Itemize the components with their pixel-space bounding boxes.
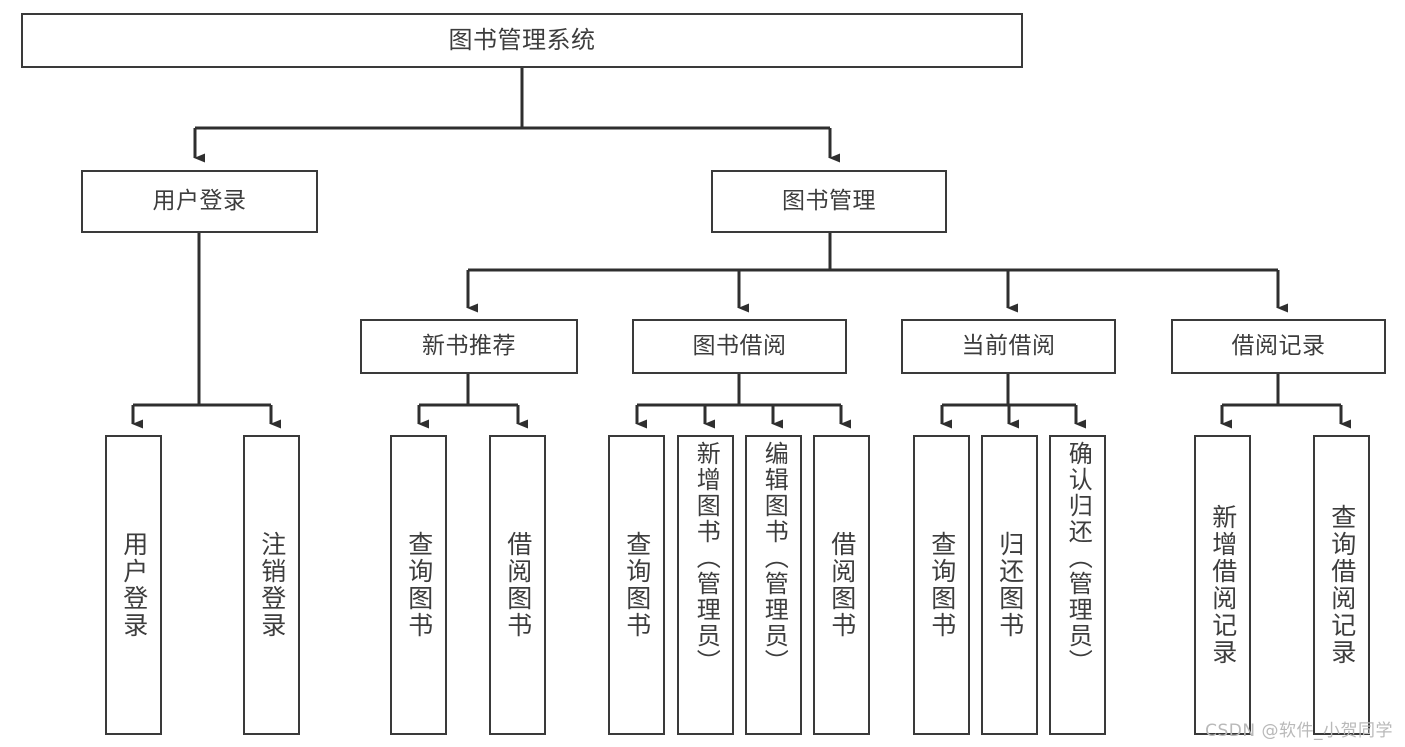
node-new-book-recommend[interactable]: 新书推荐 bbox=[360, 319, 578, 374]
leaf-new-book-borrow[interactable]: 借阅图书 bbox=[489, 435, 546, 735]
node-label: 查询图书 bbox=[927, 531, 957, 639]
node-label: 当前借阅 bbox=[961, 332, 1056, 359]
leaf-current-borrow-confirm-return[interactable]: 确认归还（管理员） bbox=[1049, 435, 1106, 735]
leaf-borrow-record-add[interactable]: 新增借阅记录 bbox=[1194, 435, 1251, 735]
node-current-borrow[interactable]: 当前借阅 bbox=[901, 319, 1116, 374]
node-label: 借阅图书 bbox=[503, 531, 533, 639]
node-label: 用户登录 bbox=[119, 531, 149, 639]
node-label: 编辑图书（管理员） bbox=[760, 441, 789, 675]
node-label: 用户登录 bbox=[152, 187, 247, 214]
node-root-system[interactable]: 图书管理系统 bbox=[21, 13, 1023, 68]
node-label: 图书管理系统 bbox=[448, 26, 596, 55]
node-label: 归还图书 bbox=[995, 531, 1025, 639]
leaf-book-borrow-borrow[interactable]: 借阅图书 bbox=[813, 435, 870, 735]
node-label: 新增借阅记录 bbox=[1208, 504, 1238, 666]
watermark-text: CSDN @软件_小贺同学 bbox=[1205, 721, 1393, 741]
leaf-borrow-record-query[interactable]: 查询借阅记录 bbox=[1313, 435, 1370, 735]
node-label: 查询借阅记录 bbox=[1327, 504, 1357, 666]
node-label: 注销登录 bbox=[257, 531, 287, 639]
node-book-management[interactable]: 图书管理 bbox=[711, 170, 947, 233]
leaf-user-login-logout[interactable]: 注销登录 bbox=[243, 435, 300, 735]
leaf-book-borrow-edit[interactable]: 编辑图书（管理员） bbox=[745, 435, 802, 735]
leaf-user-login-login[interactable]: 用户登录 bbox=[105, 435, 162, 735]
leaf-new-book-query[interactable]: 查询图书 bbox=[390, 435, 447, 735]
leaf-current-borrow-query[interactable]: 查询图书 bbox=[913, 435, 970, 735]
node-label: 借阅图书 bbox=[827, 531, 857, 639]
node-label: 新书推荐 bbox=[422, 332, 516, 359]
node-label: 图书管理 bbox=[782, 187, 876, 214]
node-label: 查询图书 bbox=[404, 531, 434, 639]
node-label: 借阅记录 bbox=[1231, 332, 1326, 359]
leaf-book-borrow-add[interactable]: 新增图书（管理员） bbox=[677, 435, 734, 735]
node-label: 图书借阅 bbox=[692, 332, 787, 359]
leaf-book-borrow-query[interactable]: 查询图书 bbox=[608, 435, 665, 735]
node-borrow-record[interactable]: 借阅记录 bbox=[1171, 319, 1386, 374]
node-label: 确认归还（管理员） bbox=[1064, 441, 1093, 675]
node-user-login[interactable]: 用户登录 bbox=[81, 170, 318, 233]
node-label: 新增图书（管理员） bbox=[692, 441, 721, 675]
node-label: 查询图书 bbox=[622, 531, 652, 639]
node-book-borrow[interactable]: 图书借阅 bbox=[632, 319, 847, 374]
leaf-current-borrow-return[interactable]: 归还图书 bbox=[981, 435, 1038, 735]
